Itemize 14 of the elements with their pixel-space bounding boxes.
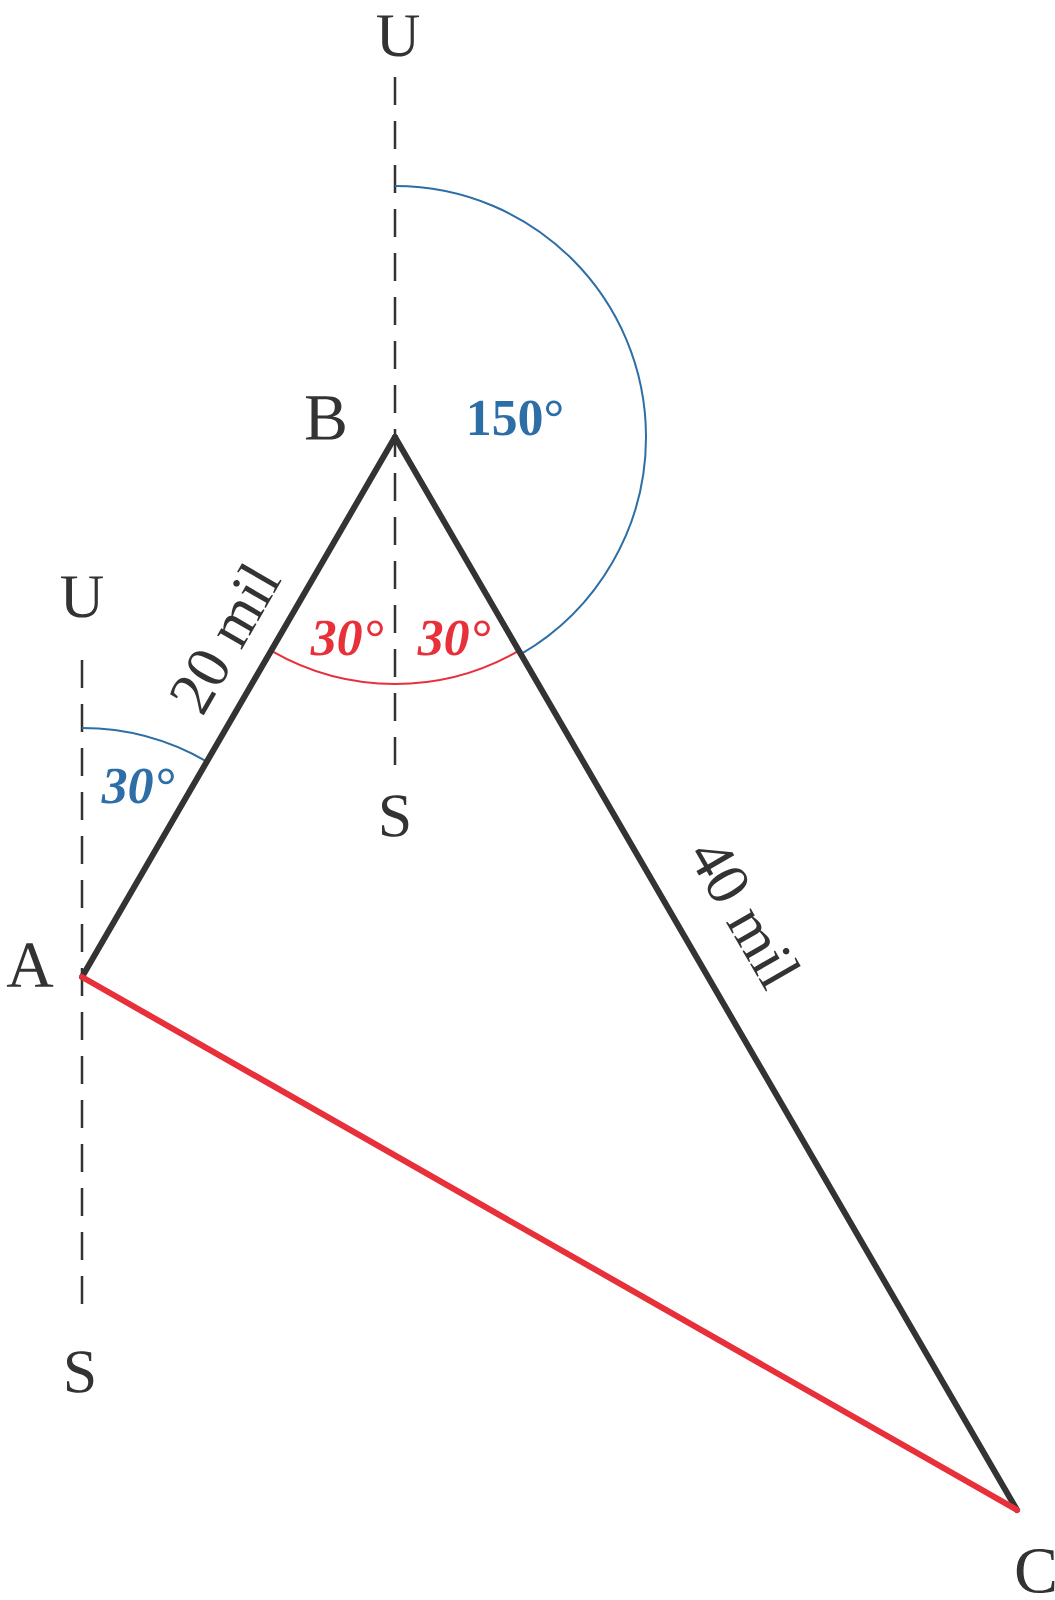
angle-label: 30° bbox=[417, 620, 490, 656]
vertex-label: C bbox=[1016, 1548, 1055, 1594]
direction-label: U bbox=[377, 15, 419, 57]
triangle-side bbox=[79, 974, 1020, 1513]
angle-label: 150° bbox=[469, 400, 562, 436]
vertex-label: B bbox=[305, 396, 345, 440]
direction-label: S bbox=[66, 1351, 94, 1393]
edge-label: 20 mil bbox=[170, 563, 282, 716]
vertex-label: A bbox=[6, 943, 54, 987]
direction-label: S bbox=[381, 795, 409, 837]
angle-label: 30° bbox=[310, 620, 383, 656]
angle-label: 30° bbox=[101, 768, 174, 804]
direction-label: U bbox=[61, 576, 103, 618]
edge-label: 40 mil bbox=[695, 849, 801, 992]
